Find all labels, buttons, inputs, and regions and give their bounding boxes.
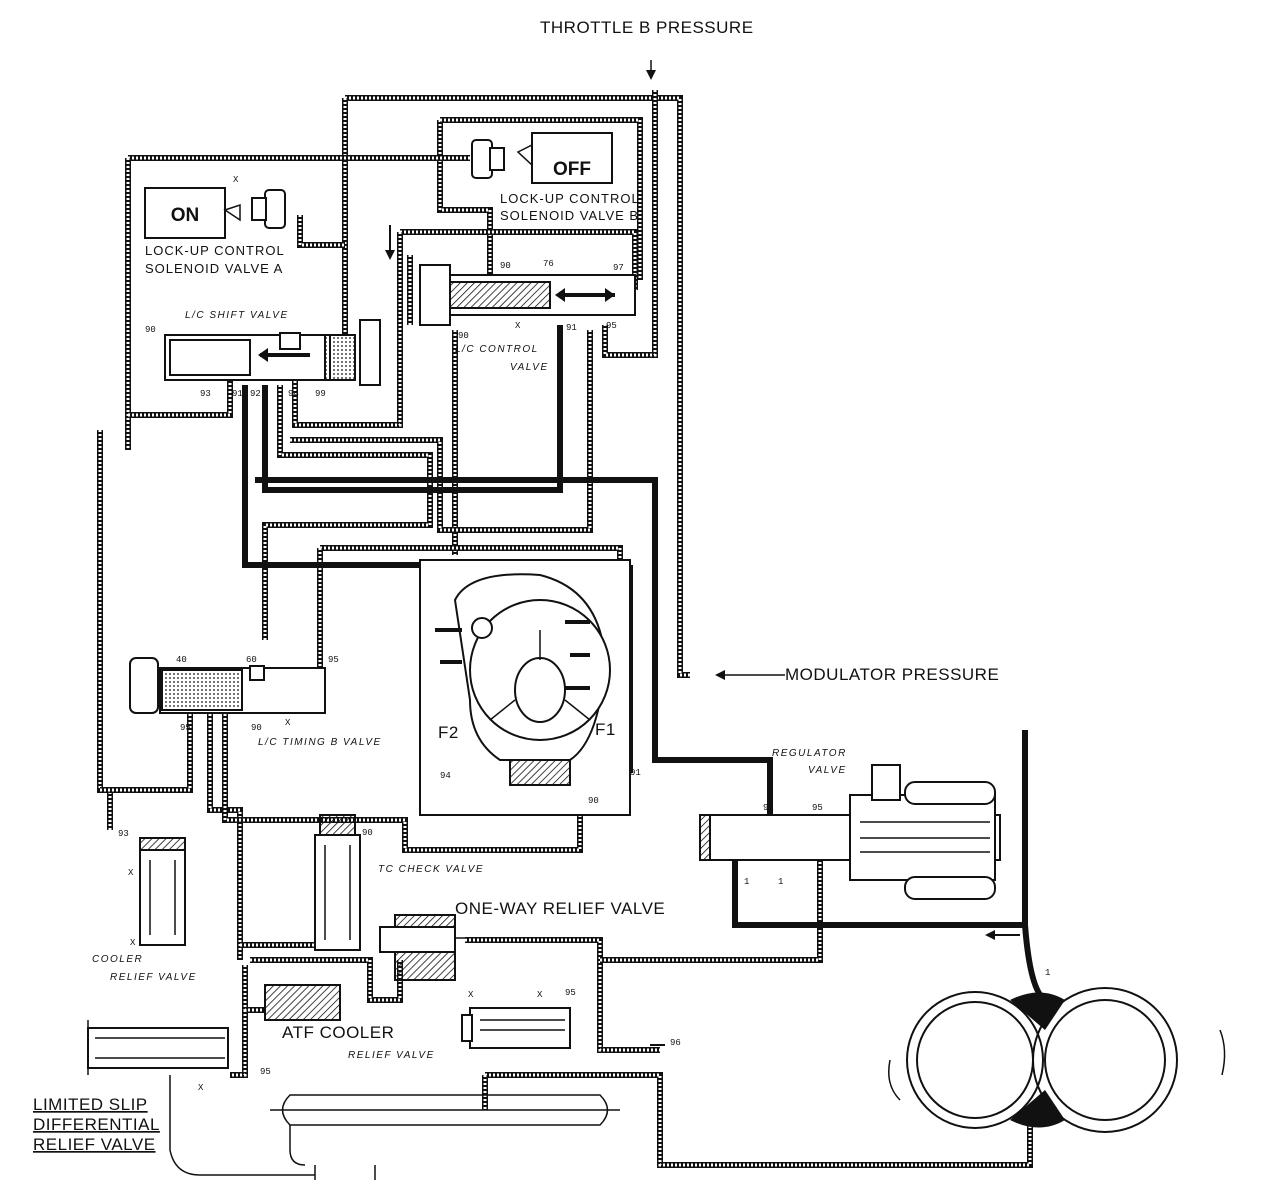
- flow-arrows: [385, 60, 1020, 1046]
- port-label: X: [128, 868, 134, 878]
- port-label: X: [468, 990, 474, 1000]
- port-label: 91: [630, 768, 641, 778]
- port-label: X: [198, 1083, 204, 1093]
- port-label: 93: [118, 829, 129, 839]
- solenoid-a-label-1: LOCK-UP CONTROL: [145, 243, 285, 258]
- port-label: 90: [145, 325, 156, 335]
- fluid-lines: [97, 90, 1047, 1168]
- tc-check-valve-label: TC CHECK VALVE: [378, 864, 484, 875]
- port-label: 95: [180, 723, 191, 733]
- solenoid-a-state: ON: [171, 205, 200, 226]
- port-label: 40: [176, 655, 187, 665]
- solenoid-b-label-1: LOCK-UP CONTROL: [500, 191, 640, 206]
- lc-timing-b-valve: L/C TIMING B VALVE: [129, 657, 382, 748]
- regulator-valve: REGULATOR VALVE: [699, 748, 1001, 900]
- port-label: 76: [543, 259, 554, 269]
- atf-cooler: ATF COOLER: [264, 984, 394, 1042]
- solenoid-a-label-2: SOLENOID VALVE A: [145, 261, 283, 276]
- port-label: X: [537, 990, 543, 1000]
- port-label: X: [130, 938, 136, 948]
- port-label: 95: [606, 321, 617, 331]
- oil-pump: [888, 987, 1226, 1133]
- port-label: 1: [744, 877, 749, 887]
- port-label: 99: [315, 389, 326, 399]
- lc-timing-b-valve-label: L/C TIMING B VALVE: [258, 737, 382, 748]
- port-label: 92: [250, 389, 261, 399]
- port-label: 95: [812, 803, 823, 813]
- port-label: 1: [778, 877, 783, 887]
- port-label: 91: [232, 389, 243, 399]
- port-label: X: [285, 718, 291, 728]
- solenoid-valve-b: OFF LOCK-UP CONTROL SOLENOID VALVE B: [471, 132, 640, 223]
- port-label: 94: [288, 389, 299, 399]
- cooler-relief-label-1: COOLER: [92, 954, 143, 965]
- modulator-pressure-label: MODULATOR PRESSURE: [785, 665, 999, 684]
- lc-shift-valve: L/C SHIFT VALVE: [164, 310, 381, 386]
- regulator-valve-label-1: REGULATOR: [772, 748, 847, 759]
- solenoid-b-label-2: SOLENOID VALVE B: [500, 208, 639, 223]
- relief-valve: RELIEF VALVE: [348, 1007, 571, 1061]
- port-label: 94: [440, 771, 451, 781]
- port-numbers: 90 76 97 90 91 95 90 93 91 92 94 99 40 6…: [118, 175, 1050, 1093]
- solenoid-valve-a: ON LOCK-UP CONTROL SOLENOID VALVE A: [144, 187, 286, 276]
- port-label: 93: [200, 389, 211, 399]
- port-label: 91: [566, 323, 577, 333]
- cooler-relief-valve: COOLER RELIEF VALVE: [92, 837, 197, 983]
- port-label: 60: [246, 655, 257, 665]
- relief-valve-label: RELIEF VALVE: [348, 1050, 435, 1061]
- limited-slip-label-2: DIFFERENTIAL: [33, 1115, 160, 1134]
- tc-check-valve: TC CHECK VALVE: [314, 814, 484, 951]
- port-label: X: [233, 175, 239, 185]
- solenoid-b-state: OFF: [553, 159, 591, 180]
- port-label: 90: [500, 261, 511, 271]
- limited-slip-label-1: LIMITED SLIP: [33, 1095, 148, 1114]
- port-label: 90: [588, 796, 599, 806]
- lc-control-valve-label-1: L/C CONTROL: [455, 344, 539, 355]
- port-label: 90: [251, 723, 262, 733]
- f1-label: F1: [595, 720, 616, 739]
- port-label: 95: [328, 655, 339, 665]
- port-label: 90: [362, 828, 373, 838]
- port-label: X: [515, 321, 521, 331]
- port-label: 97: [613, 263, 624, 273]
- port-label: 92: [763, 803, 774, 813]
- cooler-relief-label-2: RELIEF VALVE: [110, 972, 197, 983]
- port-label: 1: [1045, 968, 1050, 978]
- port-label: 95: [565, 988, 576, 998]
- lc-control-valve: L/C CONTROL VALVE: [419, 264, 636, 373]
- limited-slip-relief-valve: LIMITED SLIP DIFFERENTIAL RELIEF VALVE: [33, 1020, 376, 1180]
- limited-slip-label-3: RELIEF VALVE: [33, 1135, 156, 1154]
- port-label: 90: [458, 331, 469, 341]
- regulator-valve-label-2: VALVE: [808, 765, 847, 776]
- one-way-relief-valve: ONE-WAY RELIEF VALVE: [379, 899, 665, 981]
- lc-shift-valve-label: L/C SHIFT VALVE: [185, 310, 289, 321]
- lc-control-valve-label-2: VALVE: [510, 362, 549, 373]
- torque-converter: F2 F1: [419, 559, 631, 816]
- throttle-b-pressure-label: THROTTLE B PRESSURE: [540, 18, 754, 37]
- port-label: 96: [670, 1038, 681, 1048]
- one-way-relief-label: ONE-WAY RELIEF VALVE: [455, 899, 665, 918]
- oil-pan: [270, 1094, 620, 1166]
- port-label: 95: [260, 1067, 271, 1077]
- f2-label: F2: [438, 723, 459, 742]
- atf-cooler-label: ATF COOLER: [282, 1023, 394, 1042]
